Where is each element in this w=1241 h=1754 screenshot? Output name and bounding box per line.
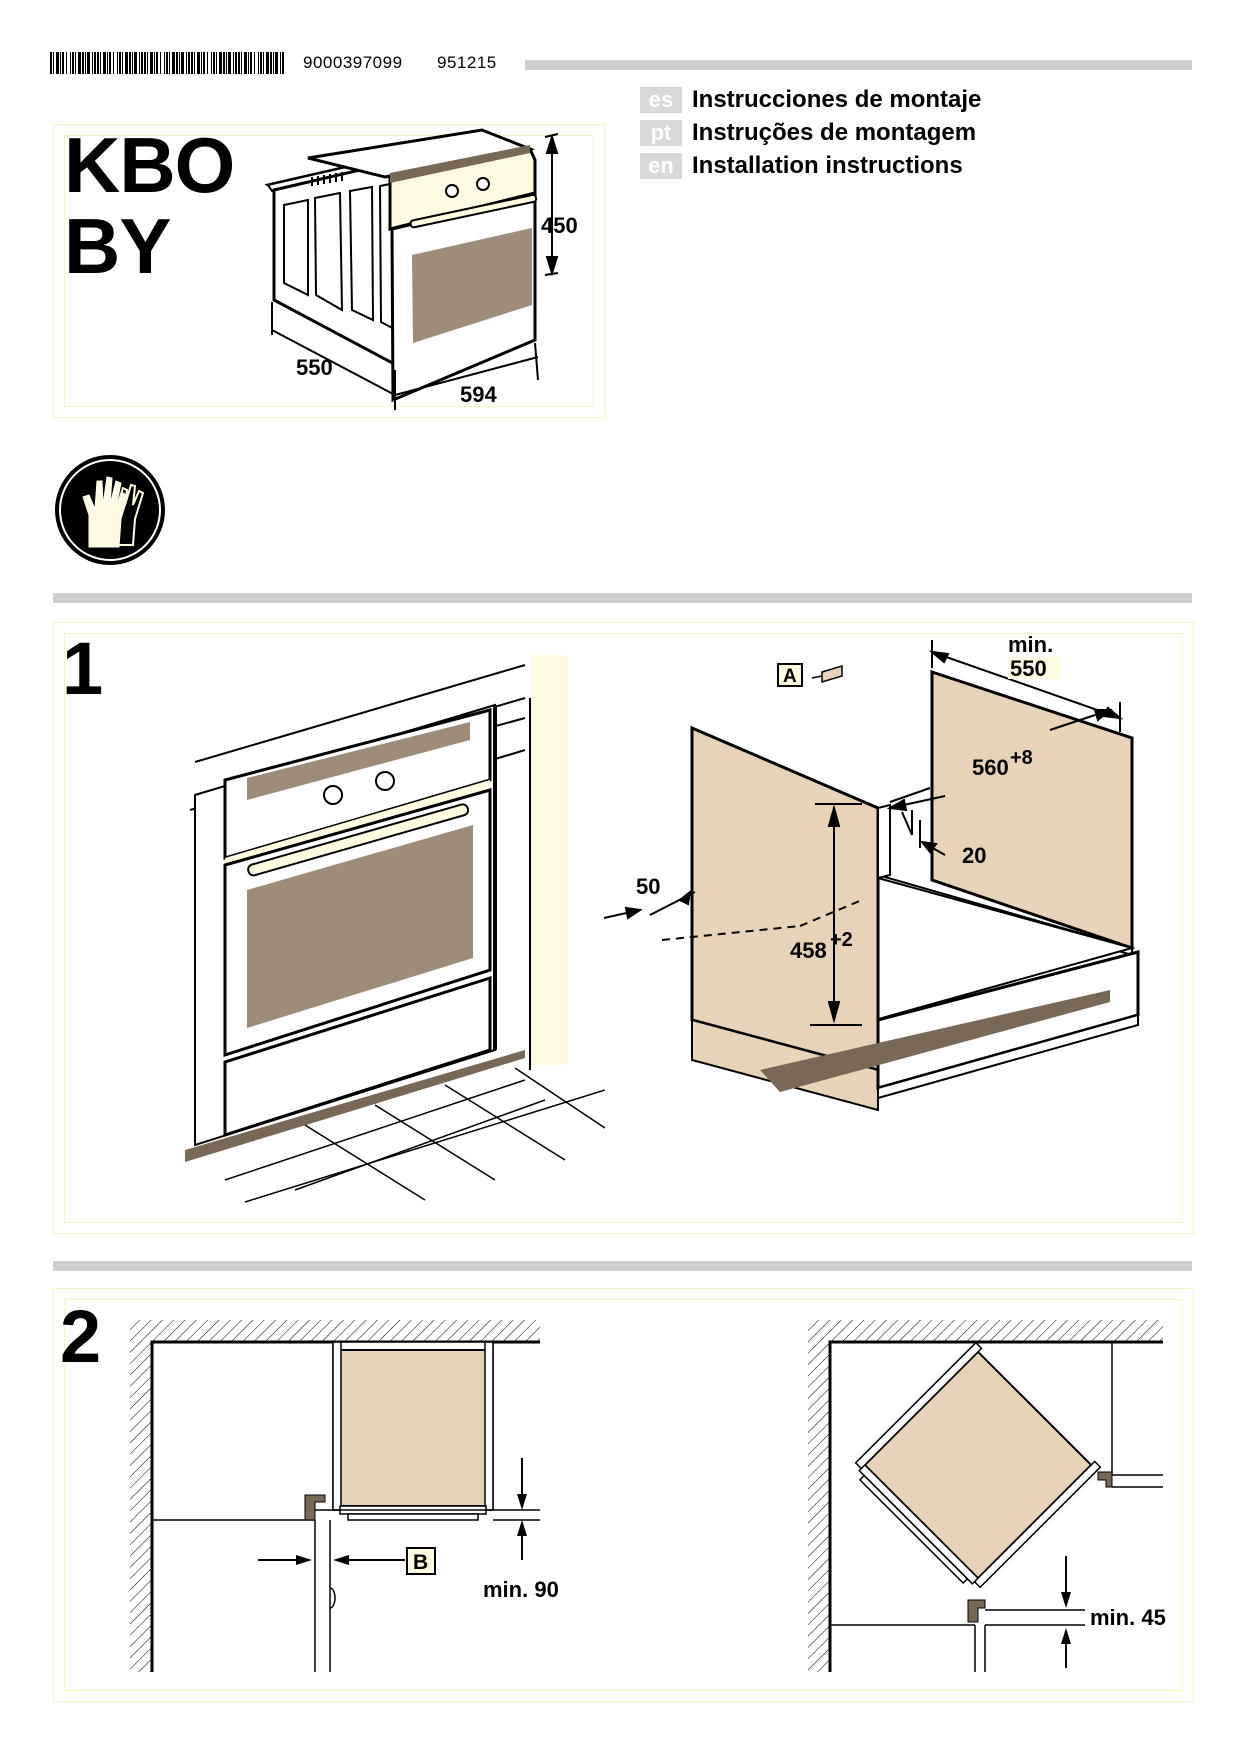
min-depth-label: min. (1008, 632, 1053, 657)
min-depth-value: 550 (1010, 656, 1047, 681)
plan-view-corner (808, 1320, 1163, 1672)
height-tolerance: +2 (830, 929, 853, 951)
min-90-dimension: min. 90 (483, 1577, 559, 1602)
installed-oven-drawing (185, 655, 605, 1203)
plan-view-straight (130, 1320, 540, 1672)
oven-dimension-drawing: 450 550 594 (264, 128, 578, 410)
model-panel (53, 124, 605, 418)
language-row-pt: pt Instruções de montagem (640, 119, 976, 147)
step2-panel (53, 1288, 1194, 1702)
model-name-line1: KBO (64, 121, 235, 209)
date-code: 951215 (437, 53, 497, 72)
language-code-badge: pt (640, 120, 682, 146)
section-rule (53, 593, 1192, 603)
step-number: 2 (60, 1295, 102, 1378)
language-code-badge: en (640, 153, 682, 179)
knob-icon (445, 184, 459, 198)
drawer (223, 975, 492, 1138)
dimension-width: 594 (460, 382, 497, 407)
width-dimension: 560 (972, 755, 1009, 780)
oven-window (247, 825, 473, 1028)
label-b: B (413, 1551, 428, 1574)
language-row-es: es Instrucciones de montaje (640, 86, 981, 114)
dimension-depth: 550 (296, 355, 333, 380)
plinth (185, 1050, 525, 1162)
oven-window (412, 228, 532, 343)
language-title: Instrucciones de montaje (692, 86, 982, 113)
knob-icon (476, 177, 490, 191)
document-number: 9000397099 (303, 53, 403, 72)
floor-tiles (224, 1067, 605, 1203)
language-code-badge: es (640, 87, 682, 113)
knob-icon (375, 771, 395, 791)
barcode-icon (50, 52, 284, 74)
language-title: Installation instructions (692, 152, 963, 179)
header-rule (525, 60, 1192, 70)
height-dimension: 458 (790, 938, 827, 963)
niche-dimension-drawing: A min. 550 560 +8 20 50 458 +2 (603, 632, 1140, 1112)
label-a: A (783, 666, 797, 687)
width-tolerance: +8 (1010, 747, 1033, 769)
protective-gloves-icon (55, 455, 165, 565)
step1-panel (53, 622, 1194, 1234)
step-number: 1 (62, 627, 104, 710)
back-dimension: 50 (636, 874, 660, 899)
vent-slots (311, 172, 343, 186)
section-rule (53, 1261, 1192, 1271)
language-row-en: en Installation instructions (640, 152, 963, 180)
plinth (760, 990, 1110, 1092)
wall-highlight (530, 655, 568, 1065)
door-handle (409, 193, 538, 229)
language-title: Instruções de montagem (692, 119, 977, 146)
bracket-a (821, 664, 843, 684)
min-45-dimension: min. 45 (1090, 1605, 1166, 1630)
dimension-height: 450 (541, 213, 578, 238)
gap-dimension: 20 (962, 843, 986, 868)
door-handle (247, 803, 470, 877)
model-name-line2: BY (64, 202, 171, 290)
knob-icon (323, 785, 343, 805)
